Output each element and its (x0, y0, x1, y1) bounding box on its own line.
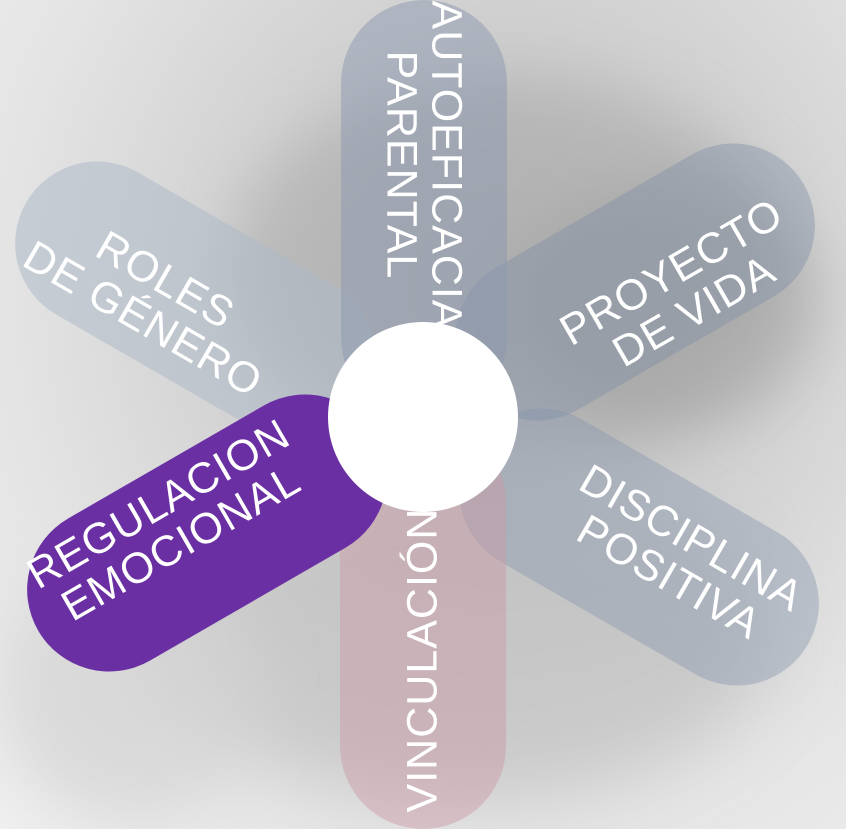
center-circle (328, 322, 518, 512)
label-autoeficacia-parental: AUTOEFICACIA PARENTAL (378, 0, 471, 330)
label-vinculacion: VINCULACIÓN (398, 507, 447, 813)
